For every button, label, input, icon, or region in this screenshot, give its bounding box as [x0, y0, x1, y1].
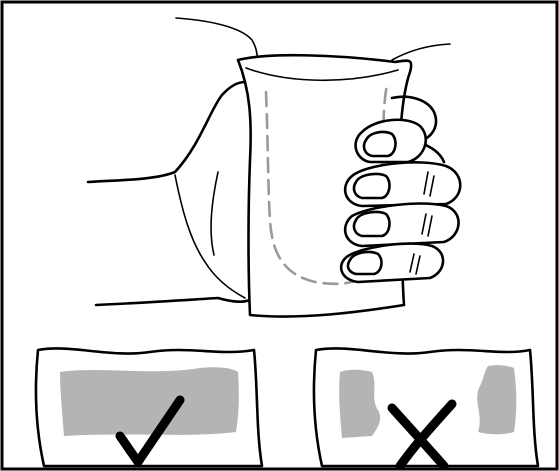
fingernail-little [348, 252, 381, 274]
correct-blot [60, 367, 239, 436]
fingernail-index [364, 132, 395, 156]
incorrect-blot-left [339, 370, 380, 438]
fingernail-ring [354, 212, 389, 236]
incorrect-example [314, 348, 538, 466]
correct-example [36, 348, 262, 466]
fingernail-middle [354, 174, 389, 198]
